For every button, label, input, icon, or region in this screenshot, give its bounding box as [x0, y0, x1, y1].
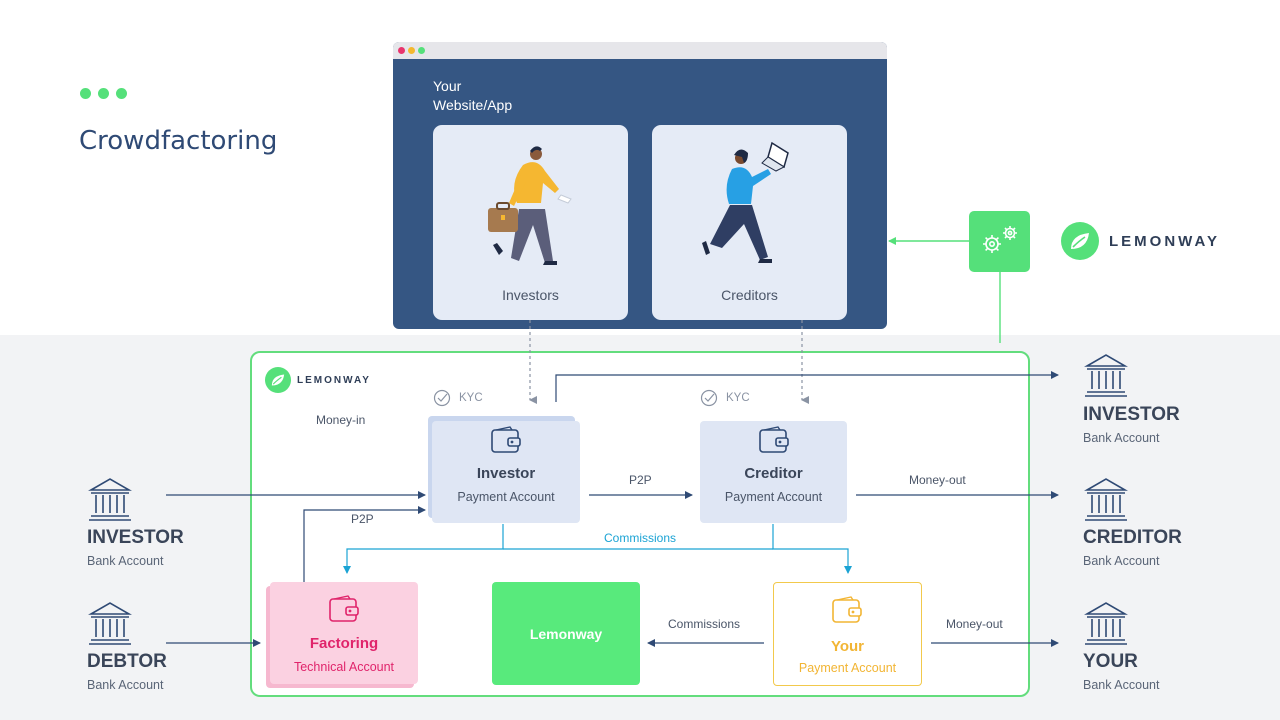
lemonway-account-title: Lemonway: [529, 626, 603, 642]
lemonway-logo-text: LEMONWAY: [1109, 232, 1220, 250]
your-payment-account: Your Payment Account: [773, 582, 922, 686]
kyc-investor: KYC: [433, 389, 483, 407]
your-bank: [1083, 600, 1129, 650]
bank-icon: [1084, 602, 1128, 645]
kyc-check-icon: [433, 389, 451, 407]
your-bank-subtitle: Bank Account: [1083, 678, 1160, 692]
bank-icon: [88, 478, 132, 521]
investor-bank-right-subtitle: Bank Account: [1083, 431, 1160, 445]
factoring-account-subtitle: Technical Account: [293, 660, 395, 674]
website-title: Your Website/App: [433, 77, 553, 115]
commissions-label-bottom: Commissions: [668, 617, 741, 631]
creditors-card-label: Creditors: [721, 287, 778, 303]
investor-person-icon: [488, 146, 572, 265]
lemonway-logo: LEMONWAY: [1061, 222, 1220, 260]
p2p-arrow-factoring: [303, 506, 426, 582]
creditor-person-icon: [702, 141, 789, 263]
lemonway-small-leaf-icon: [265, 367, 291, 393]
money-out-label-creditor: Money-out: [909, 473, 966, 487]
your-bank-title: YOUR: [1083, 651, 1138, 672]
close-dot-icon: [398, 47, 405, 54]
investor-payment-account: Investor Payment Account: [432, 421, 580, 523]
browser-titlebar: [393, 42, 887, 59]
website-app-window: Your Website/App: [393, 42, 887, 329]
commissions-label-top: Commissions: [604, 531, 677, 545]
website-title-line1: Your: [433, 78, 462, 94]
money-out-label-your: Money-out: [946, 617, 1003, 631]
investors-card: Investors: [433, 125, 628, 320]
debtor-bank-subtitle: Bank Account: [87, 678, 164, 692]
factoring-account-title: Factoring: [309, 635, 379, 652]
kyc-creditor: KYC: [700, 389, 750, 407]
lemonway-small-logo: LEMONWAY: [265, 367, 371, 393]
wallet-icon: [329, 595, 359, 622]
factoring-technical-account: Factoring Technical Account: [270, 582, 418, 684]
commissions-arrow-left: [343, 524, 504, 574]
api-integration-box: [969, 211, 1030, 272]
p2p-label-factoring: P2P: [351, 512, 374, 526]
investor-bank-right-title: INVESTOR: [1083, 404, 1180, 425]
bank-icon: [88, 602, 132, 645]
website-title-line2: Website/App: [433, 97, 513, 113]
creditors-card: Creditors: [652, 125, 847, 320]
investor-bank-left-title: INVESTOR: [87, 527, 184, 548]
wallet-icon: [832, 596, 862, 623]
creditor-account-title: Creditor: [744, 465, 803, 482]
investors-card-label: Investors: [502, 287, 559, 303]
gears-icon: [983, 226, 1017, 253]
commissions-arrow-right: [772, 524, 852, 574]
money-in-label: Money-in: [316, 413, 366, 427]
debtor-bank-title: DEBTOR: [87, 651, 167, 672]
kyc-label: KYC: [726, 392, 750, 404]
minimize-dot-icon: [408, 47, 415, 54]
investor-bank-right: [1083, 352, 1129, 402]
p2p-label-top: P2P: [629, 473, 652, 487]
creditor-bank: [1083, 476, 1129, 526]
bank-icon: [1084, 478, 1128, 521]
slide-title: Crowdfactoring: [79, 126, 278, 156]
lemonway-account: Lemonway: [492, 582, 640, 685]
your-account-subtitle: Payment Account: [798, 661, 897, 675]
your-account-title: Your: [830, 638, 865, 655]
investor-bank-left: [87, 476, 133, 526]
creditor-account-subtitle: Payment Account: [724, 490, 823, 504]
wallet-icon: [759, 426, 789, 453]
bank-icon: [1084, 354, 1128, 397]
investor-account-subtitle: Payment Account: [457, 490, 555, 504]
wallet-icon: [491, 426, 521, 453]
investor-bank-left-subtitle: Bank Account: [87, 554, 164, 568]
maximize-dot-icon: [418, 47, 425, 54]
kyc-check-icon: [700, 389, 718, 407]
kyc-label: KYC: [459, 392, 483, 404]
creditor-bank-title: CREDITOR: [1083, 527, 1182, 548]
lemonway-small-logo-text: LEMONWAY: [297, 374, 371, 386]
creditor-payment-account: Creditor Payment Account: [700, 421, 847, 523]
investor-withdraw-arrow: [555, 371, 1059, 402]
investor-account-title: Investor: [476, 465, 536, 482]
decorative-dots: [80, 88, 127, 99]
debtor-bank: [87, 600, 133, 650]
lemonway-leaf-icon: [1061, 222, 1099, 260]
creditor-bank-subtitle: Bank Account: [1083, 554, 1160, 568]
